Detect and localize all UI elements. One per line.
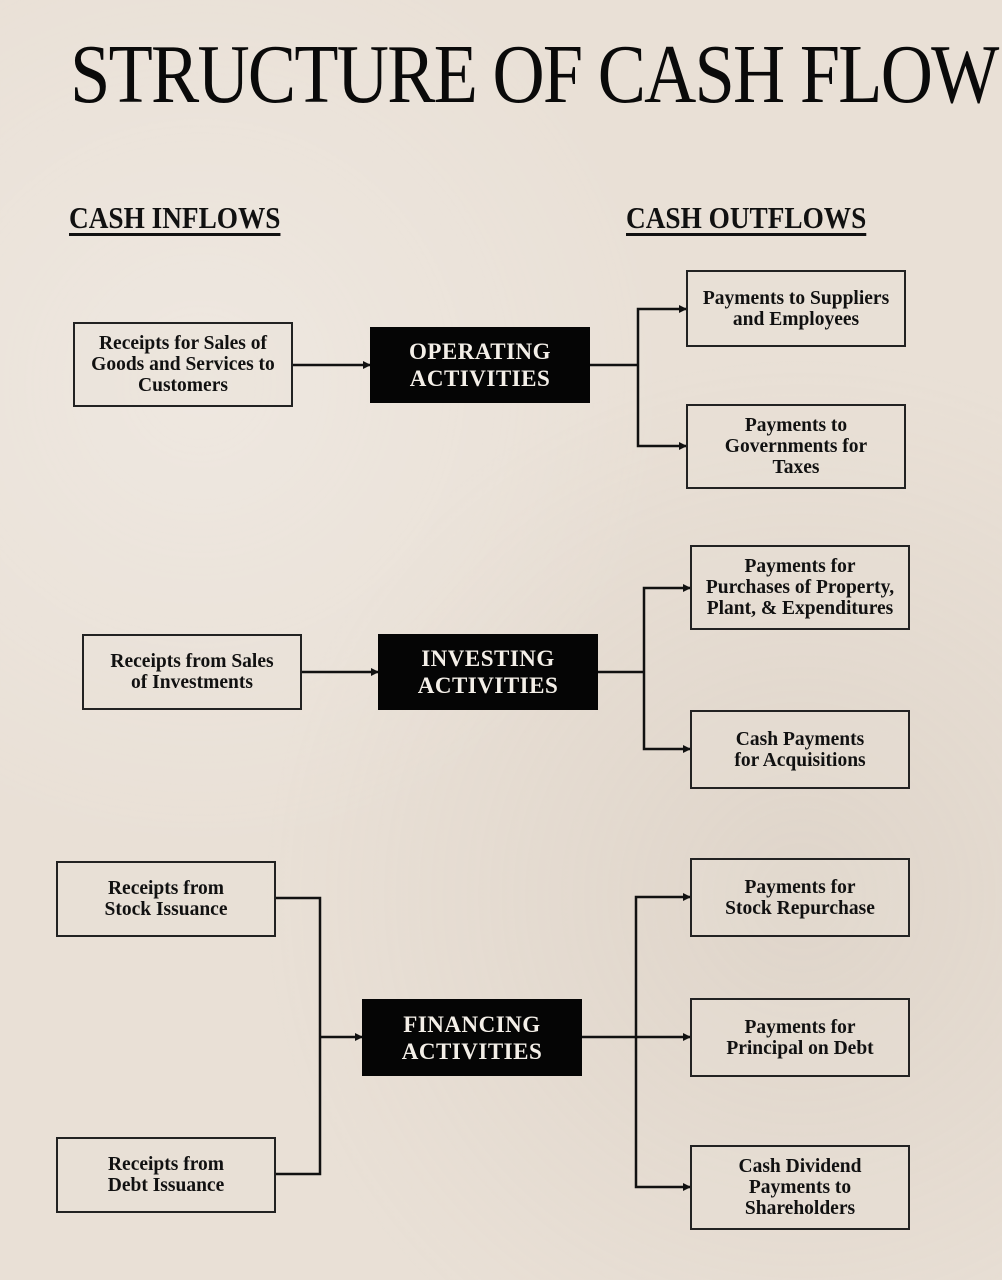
investing-outflow-label-2: Cash Payments for Acquisitions — [734, 728, 866, 771]
operating-outflow-box-1: Payments to Suppliers and Employees — [686, 270, 906, 347]
operating-outflow-label-1: Payments to Suppliers and Employees — [702, 287, 890, 330]
financing-outflow-label-3: Cash Dividend Payments to Shareholders — [738, 1156, 862, 1219]
investing-inflow-box: Receipts from Sales of Investments — [82, 634, 302, 710]
cash-outflows-heading: CASH OUTFLOWS — [626, 200, 867, 235]
financing-outflow-box-2: Payments for Principal on Debt — [690, 998, 910, 1077]
arrow-operating-out-1 — [636, 305, 687, 365]
operating-activities-box: OPERATING ACTIVITIES — [370, 327, 590, 403]
financing-inflow-label-1: Receipts from Stock Issuance — [104, 878, 228, 920]
financing-outflow-label-1: Payments for Stock Repurchase — [725, 876, 875, 919]
page-title: STRUCTURE OF CASH FLOWS — [70, 28, 1002, 121]
investing-outflow-box-1: Payments for Purchases of Property, Plan… — [690, 545, 910, 630]
investing-activities-label: INVESTING ACTIVITIES — [417, 646, 559, 698]
arrow-operating-out-2 — [636, 365, 687, 450]
investing-outflow-box-2: Cash Payments for Acquisitions — [690, 710, 910, 789]
investing-inflow-label: Receipts from Sales of Investments — [110, 651, 274, 693]
financing-outflow-label-2: Payments for Principal on Debt — [726, 1016, 874, 1059]
operating-outflow-label-2: Payments to Governments for Taxes — [724, 415, 868, 478]
operating-outflow-box-2: Payments to Governments for Taxes — [686, 404, 906, 489]
financing-inflow-label-2: Receipts from Debt Issuance — [107, 1154, 225, 1196]
financing-activities-label: FINANCING ACTIVITIES — [401, 1011, 543, 1064]
investing-activities-box: INVESTING ACTIVITIES — [378, 634, 598, 710]
line-financing-in-2 — [275, 1037, 322, 1176]
operating-inflow-box: Receipts for Sales of Goods and Services… — [73, 322, 293, 407]
financing-outflow-box-3: Cash Dividend Payments to Shareholders — [690, 1145, 910, 1230]
financing-activities-box: FINANCING ACTIVITIES — [362, 999, 582, 1076]
operating-inflow-label: Receipts for Sales of Goods and Services… — [91, 333, 275, 396]
arrow-investing-out-2 — [642, 672, 691, 753]
operating-activities-label: OPERATING ACTIVITIES — [408, 339, 552, 391]
line-financing-in-1 — [275, 896, 322, 1037]
arrow-financing-out-1 — [634, 893, 691, 1037]
arrow-investing-out-1 — [642, 584, 691, 672]
arrow-financing-out-3 — [634, 1037, 691, 1191]
investing-outflow-label-1: Payments for Purchases of Property, Plan… — [705, 556, 895, 619]
financing-outflow-box-1: Payments for Stock Repurchase — [690, 858, 910, 937]
financing-inflow-box-1: Receipts from Stock Issuance — [56, 861, 276, 937]
financing-inflow-box-2: Receipts from Debt Issuance — [56, 1137, 276, 1213]
cash-inflows-heading: CASH INFLOWS — [69, 200, 281, 235]
